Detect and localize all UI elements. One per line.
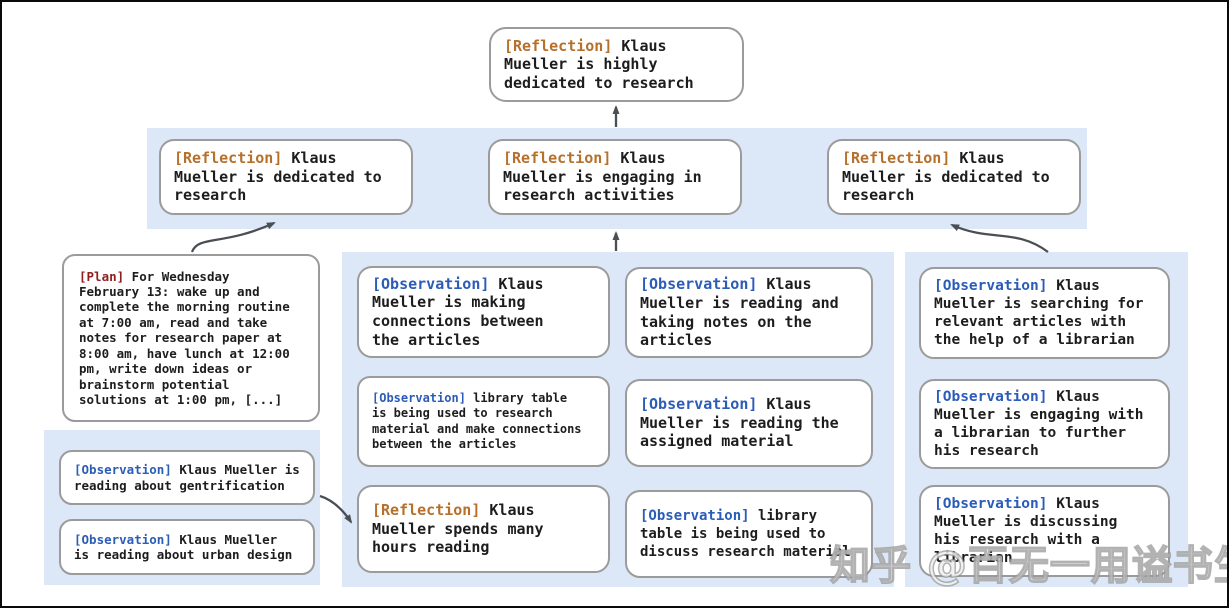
node-text: Klaus Mueller is engaging in research ac… xyxy=(503,149,702,205)
node-observation-library-table-research: [Observation] library table is being use… xyxy=(357,376,610,467)
node-content: [Reflection] Klaus Mueller is engaging i… xyxy=(503,149,702,205)
node-text: library table is being used to research … xyxy=(372,390,582,451)
node-reflection-left: [Reflection] Klaus Mueller is dedicated … xyxy=(159,139,413,215)
node-text: library table is being used to discuss r… xyxy=(640,508,851,560)
node-observation-searching-articles: [Observation] Klaus Mueller is searching… xyxy=(919,267,1170,359)
node-content: [Reflection] Klaus Mueller is dedicated … xyxy=(842,149,1050,205)
node-observation-library-table-discuss: [Observation] library table is being use… xyxy=(625,490,873,578)
observation-tag: [Observation] xyxy=(934,495,1048,512)
node-content: [Observation] Klaus Mueller is reading a… xyxy=(74,532,292,563)
observation-tag: [Observation] xyxy=(74,531,172,547)
node-text: Klaus Mueller spends many hours reading xyxy=(372,501,544,557)
reflection-tag: [Reflection] xyxy=(174,149,283,168)
reflection-tag: [Reflection] xyxy=(842,149,951,168)
node-content: [Observation] library table is being use… xyxy=(372,391,582,453)
node-root-reflection: [Reflection] Klaus Mueller is highly ded… xyxy=(489,27,744,102)
node-observation-discussing-research: [Observation] Klaus Mueller is discussin… xyxy=(919,485,1170,577)
node-text: For Wednesday February 13: wake up and c… xyxy=(79,268,290,407)
node-text: Klaus Mueller is making connections betw… xyxy=(372,274,544,349)
node-content: [Reflection] Klaus Mueller spends many h… xyxy=(372,501,544,557)
observation-tag: [Observation] xyxy=(934,388,1048,405)
observation-tag: [Observation] xyxy=(74,462,172,478)
node-observation-making-connections: [Observation] Klaus Mueller is making co… xyxy=(357,266,610,358)
node-text: Klaus Mueller is dedicated to research xyxy=(174,149,382,205)
node-content: [Observation] Klaus Mueller is reading t… xyxy=(640,395,839,451)
node-reflection-center: [Reflection] Klaus Mueller is engaging i… xyxy=(488,139,742,215)
node-text: Klaus Mueller is searching for relevant … xyxy=(934,277,1144,349)
node-observation-urban-design: [Observation] Klaus Mueller is reading a… xyxy=(59,519,315,575)
node-content: [Observation] Klaus Mueller is discussin… xyxy=(934,495,1117,568)
node-content: [Plan] For Wednesday February 13: wake u… xyxy=(79,269,290,408)
node-content: [Observation] Klaus Mueller is engaging … xyxy=(934,388,1144,461)
node-text: Klaus Mueller is highly dedicated to res… xyxy=(504,36,694,92)
node-plan: [Plan] For Wednesday February 13: wake u… xyxy=(62,254,320,422)
node-content: [Reflection] Klaus Mueller is highly ded… xyxy=(504,37,694,93)
arrow-rightband-to-right-reflection xyxy=(950,223,1049,253)
plan-tag: [Plan] xyxy=(79,268,125,284)
node-text: Klaus Mueller is dedicated to research xyxy=(842,149,1050,205)
node-reflection-right: [Reflection] Klaus Mueller is dedicated … xyxy=(827,139,1081,215)
node-content: [Observation] library table is being use… xyxy=(640,507,851,561)
node-text: Klaus Mueller is reading the assigned ma… xyxy=(640,395,839,451)
observation-tag: [Observation] xyxy=(640,275,758,294)
node-content: [Observation] Klaus Mueller is reading a… xyxy=(640,275,839,349)
node-text: Klaus Mueller is discussing his research… xyxy=(934,495,1118,567)
observation-tag: [Observation] xyxy=(372,274,490,293)
reflection-tag: [Reflection] xyxy=(503,149,612,168)
node-content: [Observation] Klaus Mueller is making co… xyxy=(372,275,544,349)
node-text: Klaus Mueller is reading and taking note… xyxy=(640,275,839,350)
node-text: Klaus Mueller is engaging with a librari… xyxy=(934,388,1144,460)
node-content: [Observation] Klaus Mueller is searching… xyxy=(934,277,1144,350)
observation-tag: [Observation] xyxy=(640,395,758,414)
node-text: Klaus Mueller is reading about gentrific… xyxy=(74,462,300,493)
node-observation-taking-notes: [Observation] Klaus Mueller is reading a… xyxy=(625,267,873,358)
observation-tag: [Observation] xyxy=(934,277,1048,294)
reflection-tag: [Reflection] xyxy=(372,501,481,520)
reflection-tag: [Reflection] xyxy=(504,36,613,55)
node-content: [Observation] Klaus Mueller is reading a… xyxy=(74,462,300,493)
node-text: Klaus Mueller is reading about urban des… xyxy=(74,531,293,562)
node-reflection-hours-reading: [Reflection] Klaus Mueller spends many h… xyxy=(357,485,610,573)
node-observation-gentrification: [Observation] Klaus Mueller is reading a… xyxy=(59,450,315,505)
observation-tag: [Observation] xyxy=(640,508,750,524)
node-observation-engaging-librarian: [Observation] Klaus Mueller is engaging … xyxy=(919,379,1170,469)
node-observation-assigned-material: [Observation] Klaus Mueller is reading t… xyxy=(625,379,873,467)
node-content: [Reflection] Klaus Mueller is dedicated … xyxy=(174,149,382,205)
observation-tag: [Observation] xyxy=(372,390,466,405)
